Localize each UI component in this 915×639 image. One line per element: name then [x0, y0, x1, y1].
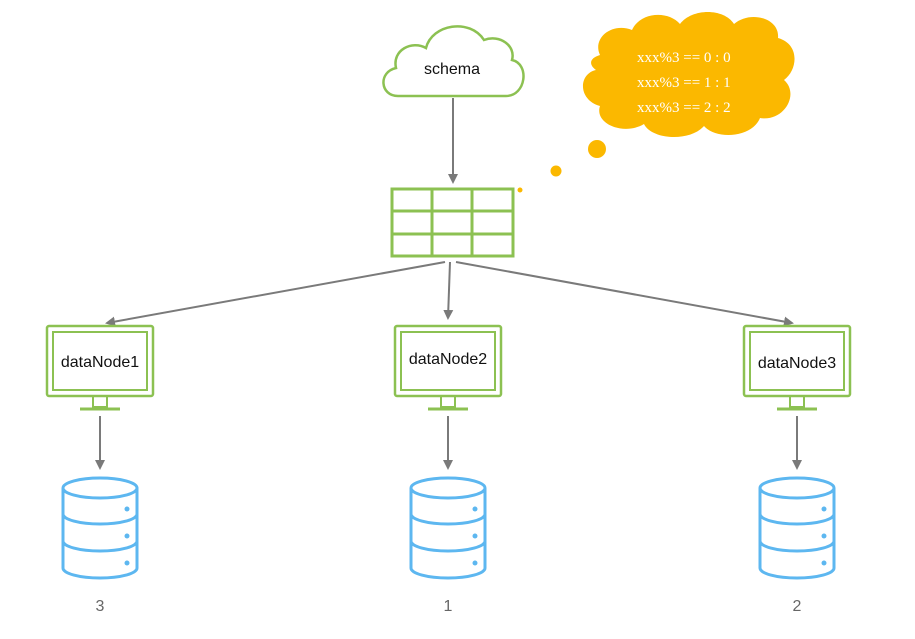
data-node-3: dataNode3 — [742, 324, 852, 411]
thought-dot-medium — [550, 165, 562, 177]
monitor-icon — [393, 324, 503, 411]
thought-bubble: xxx%3 == 0 : 0 xxx%3 == 1 : 1 xxx%3 == 2… — [517, 12, 795, 193]
database-1-label: 3 — [96, 598, 105, 615]
database-3-label: 2 — [793, 598, 802, 615]
schema-node: schema — [382, 25, 525, 98]
schema-label: schema — [424, 61, 480, 78]
data-node-2: dataNode2 — [393, 324, 503, 411]
data-node-3-label: dataNode3 — [758, 355, 836, 372]
database-icon — [61, 476, 139, 580]
table-icon — [390, 187, 515, 258]
arrow-table-to-node1 — [105, 261, 446, 327]
arrow-table-to-node2 — [443, 261, 454, 320]
data-node-1: dataNode1 — [45, 324, 155, 411]
thought-dot-large — [588, 140, 606, 158]
bubble-line-3: xxx%3 == 2 : 2 — [637, 100, 731, 116]
bubble-line-2: xxx%3 == 1 : 1 — [637, 75, 731, 91]
arrow-table-to-node3 — [455, 261, 794, 327]
thought-dot-small — [517, 187, 523, 193]
database-2-label: 1 — [444, 598, 453, 615]
cloud-icon — [382, 25, 525, 98]
monitor-icon — [742, 324, 852, 411]
monitor-icon — [45, 324, 155, 411]
data-node-1-label: dataNode1 — [61, 354, 139, 371]
database-icon — [758, 476, 836, 580]
bubble-line-1: xxx%3 == 0 : 0 — [637, 50, 731, 66]
data-node-2-label: dataNode2 — [409, 351, 487, 368]
database-icon — [409, 476, 487, 580]
thought-bubble-cloud — [582, 12, 795, 138]
